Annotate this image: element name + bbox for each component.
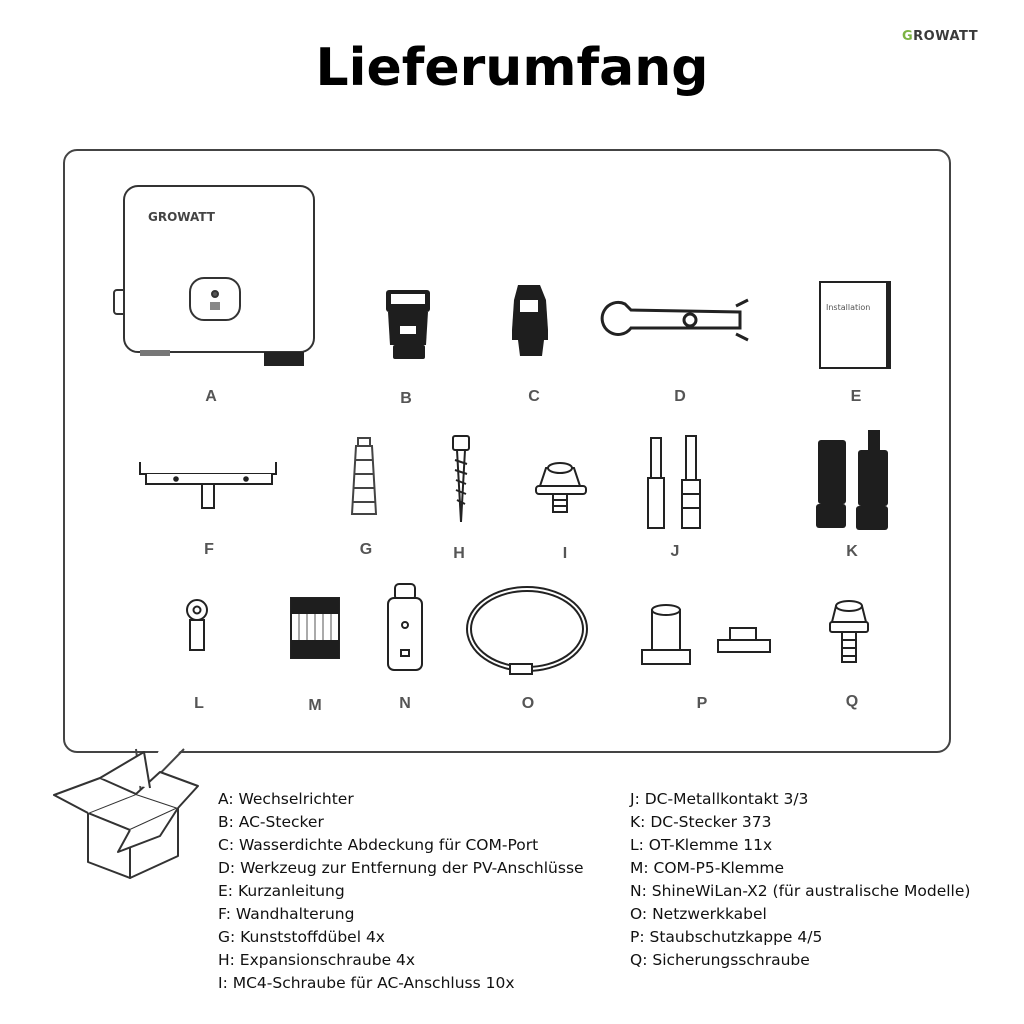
- legend-item: J: DC-Metallkontakt 3/3: [630, 790, 809, 808]
- legend-item: L: OT-Klemme 11x: [630, 836, 773, 854]
- legend-item: B: AC-Stecker: [218, 813, 324, 831]
- manual-icon: Installation: [819, 281, 891, 369]
- label-i: I: [562, 545, 568, 562]
- dc-connector-icon: [816, 430, 888, 530]
- dc-metal-contact-icon: [647, 435, 701, 529]
- label-h: H: [453, 545, 465, 562]
- legend-item: E: Kurzanleitung: [218, 882, 345, 900]
- legend-left: A: Wechselrichter B: AC-Stecker C: Wasse…: [218, 788, 584, 995]
- inverter-icon: GROWATT: [113, 185, 315, 366]
- legend-item: P: Staubschutzkappe 4/5: [630, 928, 823, 946]
- label-k: K: [846, 543, 858, 560]
- securing-screw-icon: [829, 600, 869, 663]
- legend-item: K: DC-Stecker 373: [630, 813, 772, 831]
- label-c: C: [528, 388, 540, 405]
- dust-cap-icon: [641, 604, 771, 665]
- legend-item: Q: Sicherungsschraube: [630, 951, 810, 969]
- legend-item: O: Netzwerkkabel: [630, 905, 767, 923]
- mc4-screw-icon: [535, 462, 587, 513]
- legend-item: I: MC4-Schraube für AC-Anschluss 10x: [218, 974, 515, 992]
- growatt-logo: GROWATT: [902, 29, 979, 44]
- legend-item: M: COM-P5-Klemme: [630, 859, 785, 877]
- ot-terminal-icon: [186, 599, 208, 651]
- label-p: P: [696, 695, 708, 712]
- legend-item: A: Wechselrichter: [218, 790, 354, 808]
- label-j: J: [670, 543, 680, 560]
- legend-item: G: Kunststoffdübel 4x: [218, 928, 385, 946]
- label-l: L: [194, 695, 204, 712]
- wall-bracket-icon: [139, 462, 277, 509]
- legend-item: D: Werkzeug zur Entfernung der PV-Anschl…: [218, 859, 584, 877]
- label-a: A: [205, 388, 217, 405]
- plastic-dowel-icon: [350, 437, 378, 515]
- label-b: B: [400, 390, 412, 407]
- removal-tool-icon: [600, 298, 749, 342]
- svg-text:GROWATT: GROWATT: [148, 210, 216, 224]
- label-n: N: [399, 695, 411, 712]
- label-f: F: [204, 541, 214, 558]
- com-terminal-icon: [290, 597, 340, 659]
- legend-item: N: ShineWiLan-X2 (für australische Model…: [630, 882, 971, 900]
- legend-item: F: Wandhalterung: [218, 905, 355, 923]
- legend-item: H: Expansionschraube 4x: [218, 951, 416, 969]
- box-icon: [53, 751, 199, 879]
- legend-item: C: Wasserdichte Abdeckung für COM-Port: [218, 836, 539, 854]
- label-m: M: [308, 697, 322, 714]
- label-d: D: [674, 388, 686, 405]
- shinewilan-stick-icon: [387, 583, 423, 671]
- ac-connector-icon: [386, 290, 430, 359]
- network-cable-icon: [466, 586, 588, 675]
- com-port-cover-icon: [512, 285, 548, 356]
- label-o: O: [521, 695, 535, 712]
- label-q: Q: [845, 693, 859, 710]
- label-e: E: [850, 388, 862, 405]
- svg-text:Installation: Installation: [826, 303, 870, 312]
- expansion-screw-icon: [452, 435, 470, 523]
- label-g: G: [359, 541, 373, 558]
- legend-right: J: DC-Metallkontakt 3/3 K: DC-Stecker 37…: [630, 788, 970, 972]
- page-title: Lieferumfang: [315, 38, 709, 98]
